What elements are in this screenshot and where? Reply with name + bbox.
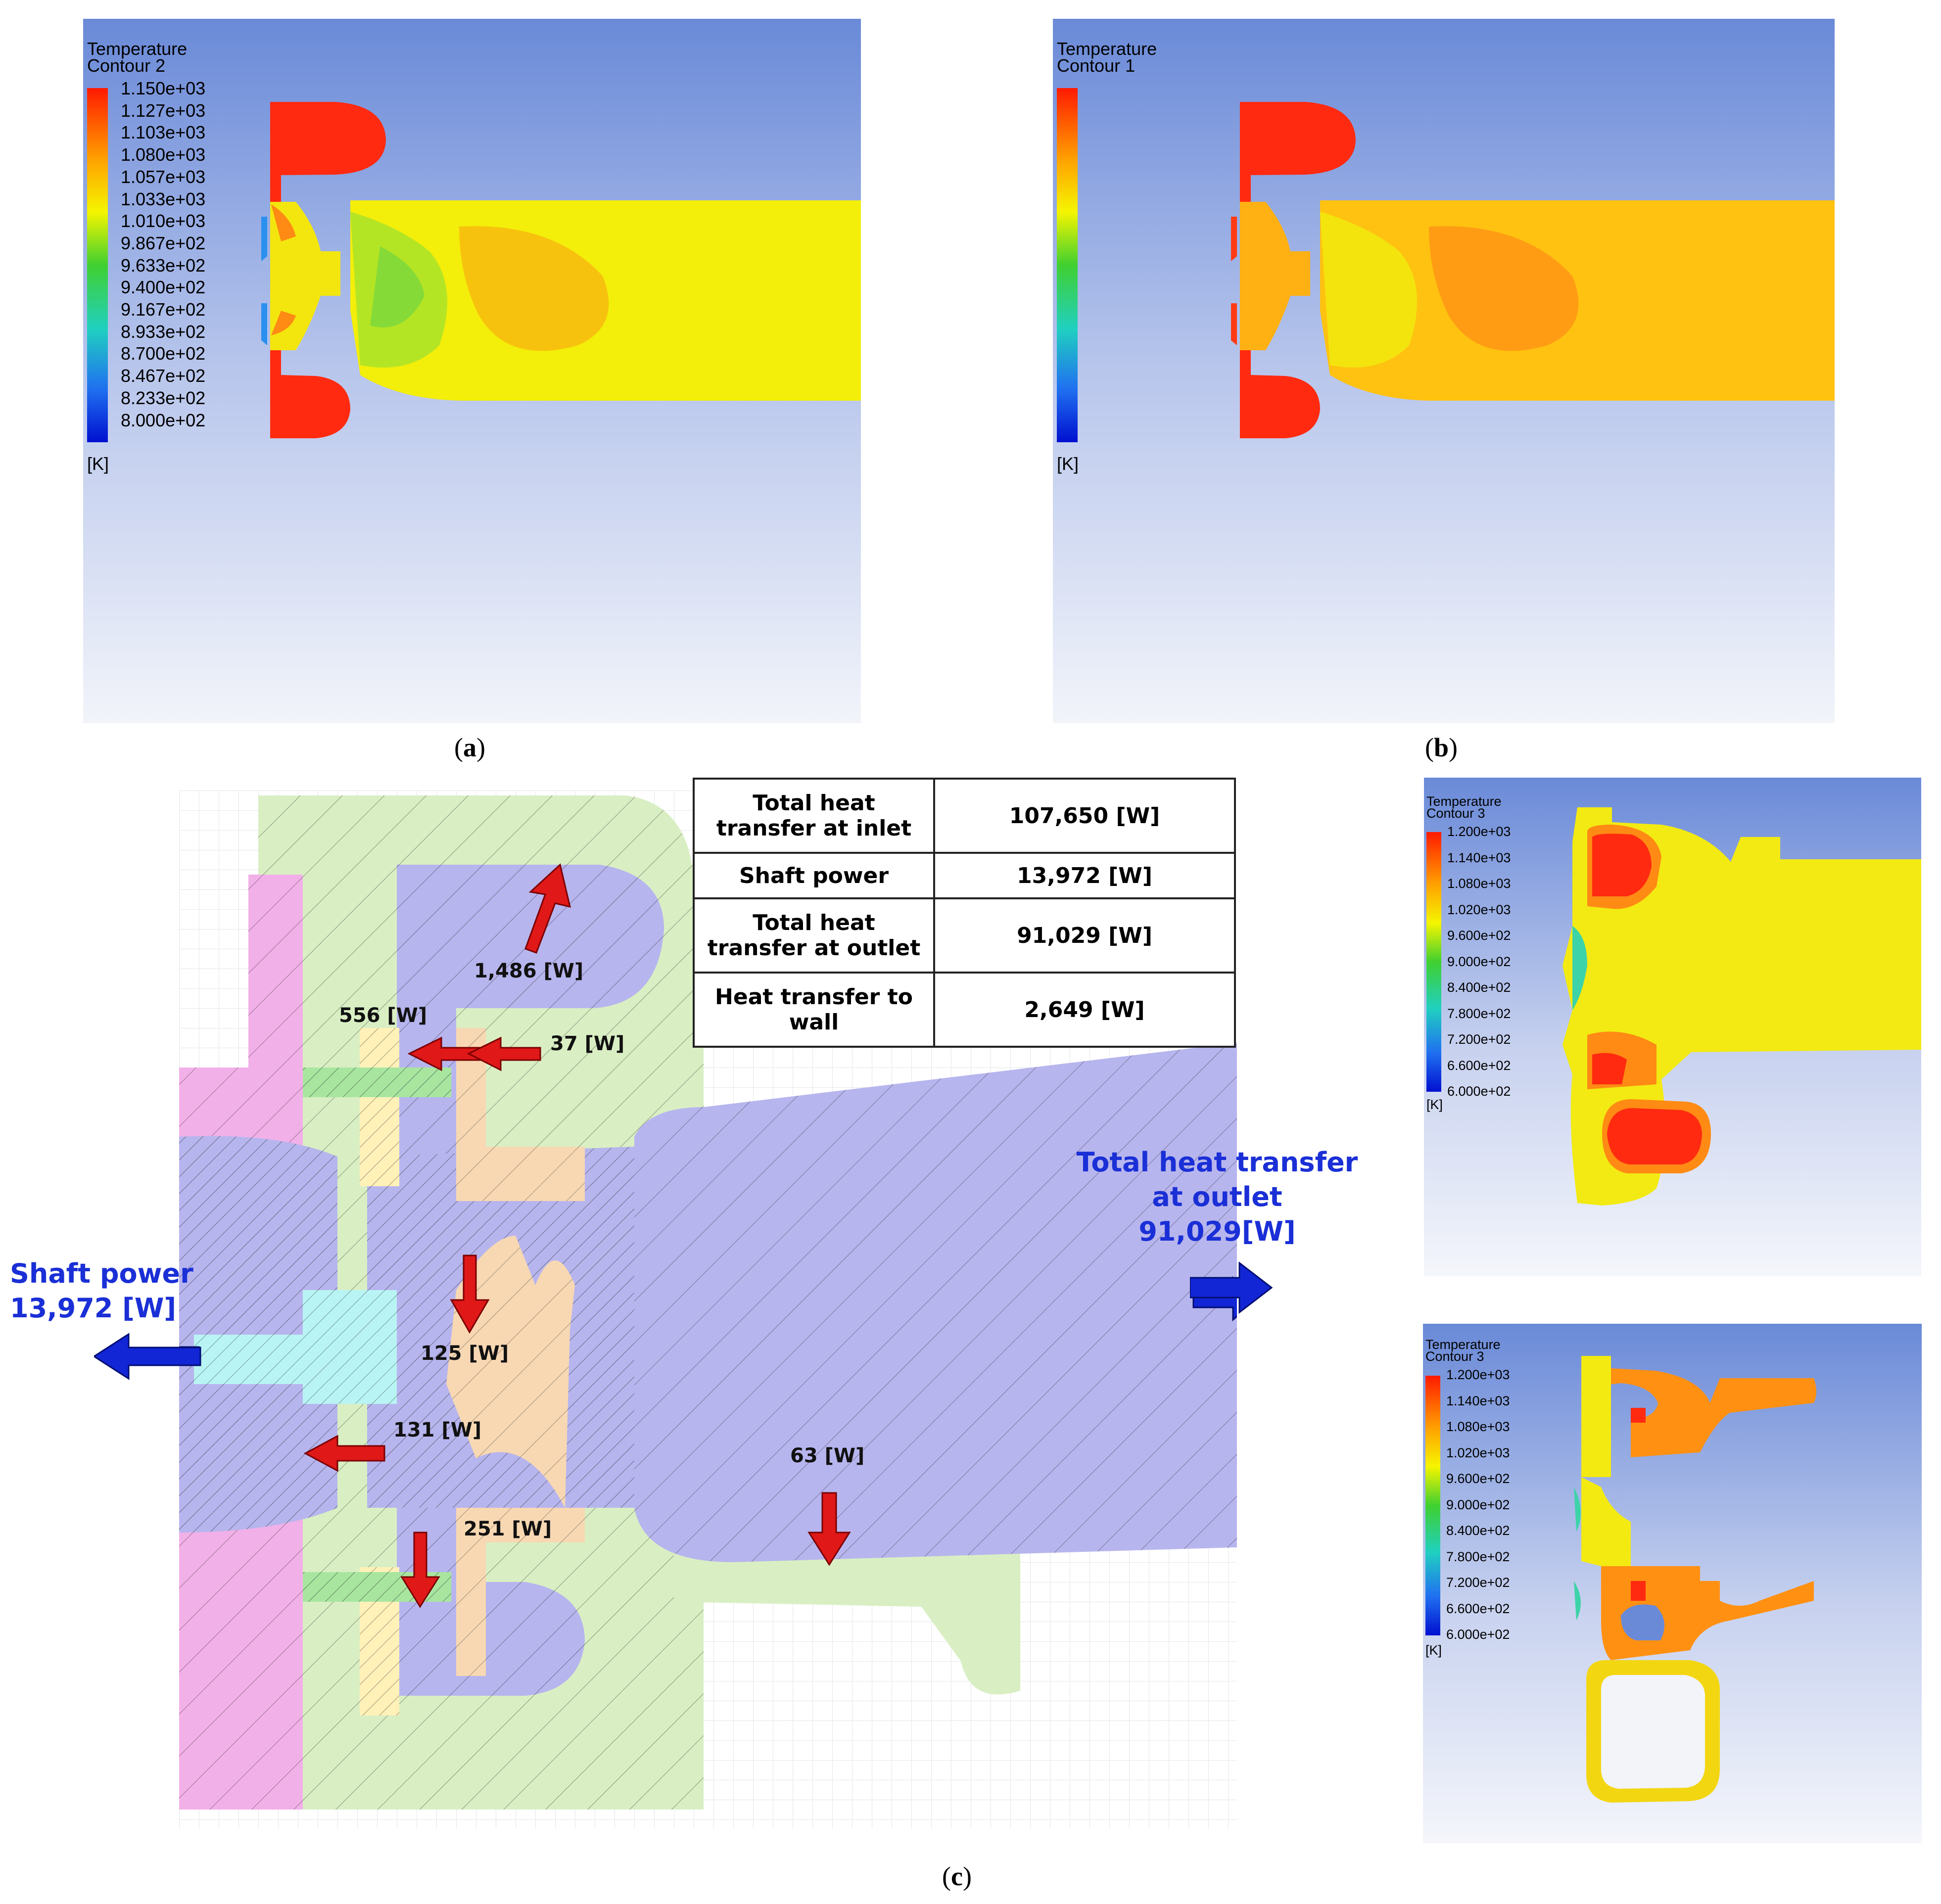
legend-value: 9.600e+02 [1446, 1471, 1510, 1486]
legend-c-bottom: Temperature Contour 3 1.200e+03 1.140e+03… [1425, 1337, 1544, 1675]
legend-unit: [K] [1426, 1097, 1443, 1112]
shaft-power-arrow [94, 1333, 201, 1380]
heat-flow-arrows [179, 863, 1237, 1608]
legend-value: 6.600e+02 [1447, 1058, 1511, 1073]
legend-value: 8.233e+02 [121, 387, 206, 408]
arrow-down-251 [400, 1532, 440, 1608]
arrow-up-1486 [524, 863, 571, 954]
legend-c-top: Temperature Contour 3 1.200e+03 1.140e+03… [1426, 795, 1545, 1132]
table-label-cell: Shaft power [693, 852, 935, 899]
legend-value: 1.020e+03 [1447, 902, 1511, 917]
legend-value: 1.080e+03 [1447, 876, 1511, 891]
label-131w: 131 [W] [393, 1419, 482, 1441]
legend-value: 1.103e+03 [121, 122, 206, 143]
table-value-cell: 2,649 [W] [933, 972, 1236, 1048]
turbine-cross-section [179, 790, 1237, 1828]
legend-value: 1.033e+03 [121, 188, 206, 209]
legend-value: 1.200e+03 [1446, 1367, 1510, 1382]
contour-plot-a [83, 19, 861, 723]
legend-value: 1.140e+03 [1446, 1393, 1510, 1408]
caption-a: (a) [454, 733, 485, 762]
legend-value: 9.000e+02 [1446, 1497, 1510, 1512]
legend-value: 9.000e+02 [1447, 954, 1511, 969]
legend-value: 1.080e+03 [121, 144, 206, 165]
legend-value: 1.150e+03 [121, 78, 206, 98]
shaft-power-label: Shaft power 13,972 [W] [10, 1258, 193, 1324]
table-value-cell: 107,650 [W] [933, 778, 1236, 854]
legend-value: 9.633e+02 [121, 255, 206, 276]
panel-c-diagram [179, 790, 1237, 1828]
label-1486w: 1,486 [W] [474, 960, 584, 982]
legend-value: 1.080e+03 [1446, 1419, 1510, 1434]
outlet-heat-label: Total heat transfer at outlet 91,029[W] [1076, 1147, 1358, 1247]
legend-title-line2: Contour 3 [1425, 1349, 1484, 1364]
table-value-cell: 13,972 [W] [933, 852, 1236, 899]
label-63w: 63 [W] [790, 1444, 865, 1467]
legend-value: 7.200e+02 [1446, 1575, 1510, 1590]
legend-unit: [K] [87, 454, 109, 474]
label-251w: 251 [W] [464, 1518, 552, 1540]
legend-value: 6.600e+02 [1446, 1601, 1510, 1616]
legend-title-line2: Contour 2 [87, 55, 166, 76]
legend-value: 8.000e+02 [121, 410, 206, 430]
arrow-left-37 [467, 1036, 541, 1071]
legend-b: Temperature Contour 1 [K] [1057, 39, 1215, 486]
legend-value: 9.867e+02 [121, 232, 206, 253]
legend-value: 1.200e+03 [1447, 824, 1511, 839]
legend-title-line1: Temperature [1426, 794, 1502, 809]
contour-plot-b: 1.150e+031.127e+031.103e+031.080e+031.05… [1053, 19, 1835, 723]
legend-value: 9.167e+02 [121, 299, 206, 320]
legend-value: 1.057e+03 [121, 166, 206, 187]
outlet-arrow [1190, 1261, 1273, 1314]
legend-value: 7.200e+02 [1447, 1032, 1511, 1047]
legend-value: 9.400e+02 [121, 277, 206, 298]
arrow-down-63 [807, 1492, 851, 1566]
label-125w: 125 [W] [421, 1342, 509, 1365]
arrow-down-125 [450, 1254, 490, 1334]
panel-c-top-contour: Temperature Contour 3 1.200e+03 1.140e+03… [1424, 778, 1921, 1276]
panel-c-bottom-contour: Temperature Contour 3 1.200e+03 1.140e+03… [1423, 1324, 1922, 1843]
legend-value: 8.933e+02 [121, 321, 206, 342]
legend-title-line1: Temperature [1425, 1337, 1501, 1352]
caption-c: (c) [942, 1861, 972, 1891]
legend-value: 6.000e+02 [1446, 1627, 1510, 1642]
legend-value: 8.467e+02 [121, 366, 206, 386]
legend-value: 1.127e+03 [121, 100, 206, 121]
table-value-cell: 91,029 [W] [933, 897, 1236, 974]
label-37w: 37 [W] [550, 1032, 625, 1055]
legend-value: 6.000e+02 [1447, 1084, 1511, 1099]
legend-value: 7.800e+02 [1446, 1549, 1510, 1564]
caption-b: (b) [1425, 733, 1458, 762]
legend-title-line1: Temperature [87, 39, 188, 59]
legend-value: 8.400e+02 [1446, 1523, 1510, 1538]
legend-title-line2: Contour 3 [1426, 806, 1485, 821]
legend-value: 1.020e+03 [1446, 1445, 1510, 1460]
legend-value: 8.400e+02 [1447, 980, 1511, 995]
label-556w: 556 [W] [339, 1004, 427, 1027]
legend-value: 1.140e+03 [1447, 850, 1511, 865]
legend-value: 8.700e+02 [121, 343, 206, 364]
legend-value: 7.800e+02 [1447, 1006, 1511, 1021]
legend-value: 1.010e+03 [121, 211, 206, 232]
legend-unit: [K] [1425, 1643, 1442, 1658]
legend-unit: [K] [1057, 454, 1079, 474]
arrow-left-131 [303, 1435, 385, 1472]
panel-b-contour: 1.150e+031.127e+031.103e+031.080e+031.05… [1053, 19, 1835, 723]
legend-title-line2: Contour 1 [1057, 55, 1136, 76]
legend-value: 9.600e+02 [1447, 928, 1511, 943]
legend-title-line1: Temperature [1057, 39, 1157, 59]
